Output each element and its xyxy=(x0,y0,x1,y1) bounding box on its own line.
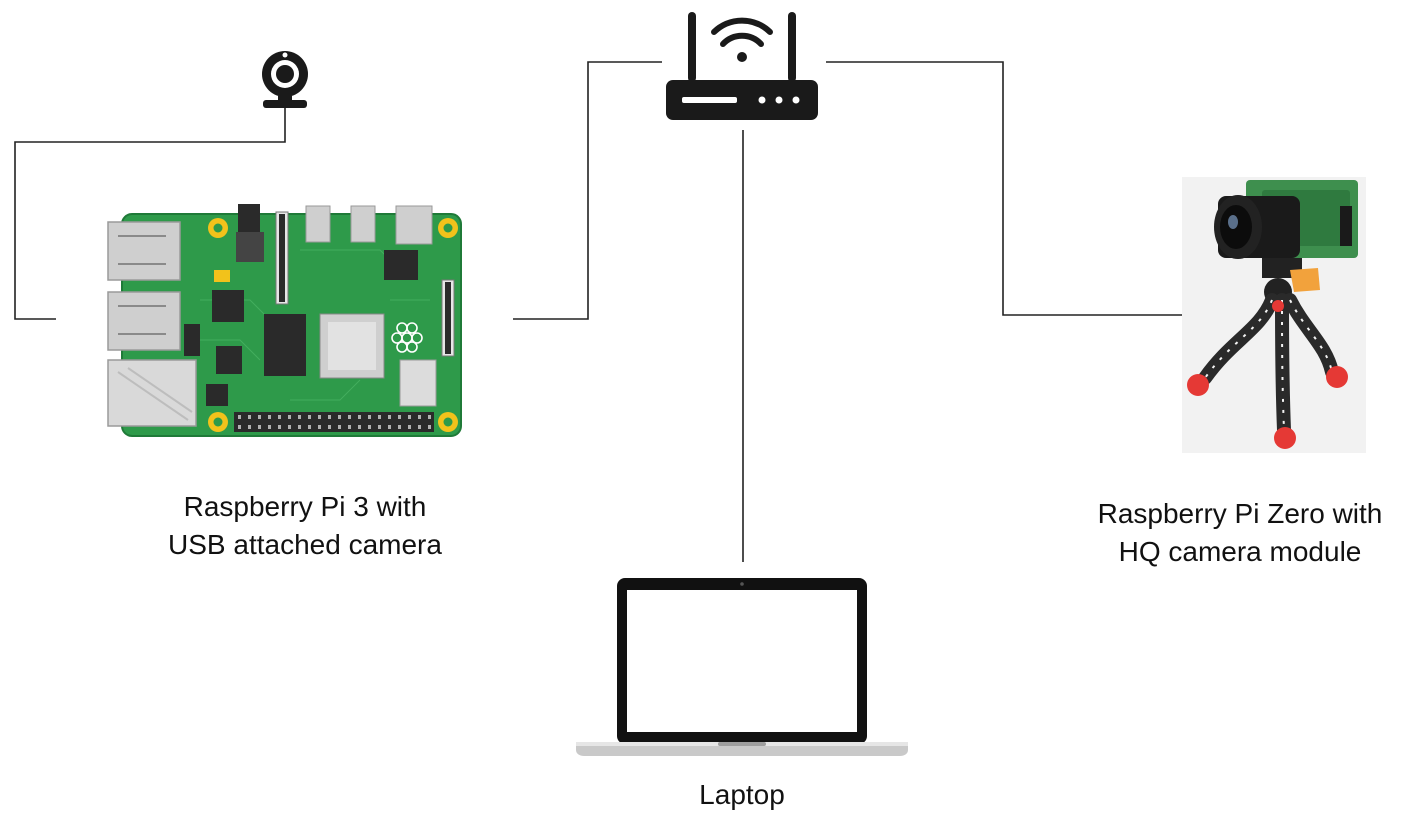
connectors xyxy=(14,61,1182,562)
pi3-label-line1: Raspberry Pi 3 with xyxy=(183,491,427,522)
pizero-label: Raspberry Pi Zero with HQ camera module xyxy=(1066,495,1407,571)
wifi-router-icon xyxy=(666,12,818,120)
pi3-label: Raspberry Pi 3 with USB attached camera xyxy=(120,488,490,564)
raspberry-pi-board-icon xyxy=(107,204,462,437)
edge-webcam-pi3 xyxy=(14,108,286,320)
camera-on-tripod-icon xyxy=(1182,177,1366,453)
pizero-label-line2: HQ camera module xyxy=(1118,536,1362,567)
pizero-label-line1: Raspberry Pi Zero with xyxy=(1097,498,1383,529)
laptop-icon xyxy=(576,578,908,756)
laptop-label-text: Laptop xyxy=(699,779,785,810)
edge-pi3-router xyxy=(513,61,662,320)
laptop-label: Laptop xyxy=(636,776,848,814)
webcam-icon xyxy=(262,51,308,108)
pi3-label-line2: USB attached camera xyxy=(168,529,442,560)
edge-router-pizero xyxy=(826,61,1182,316)
